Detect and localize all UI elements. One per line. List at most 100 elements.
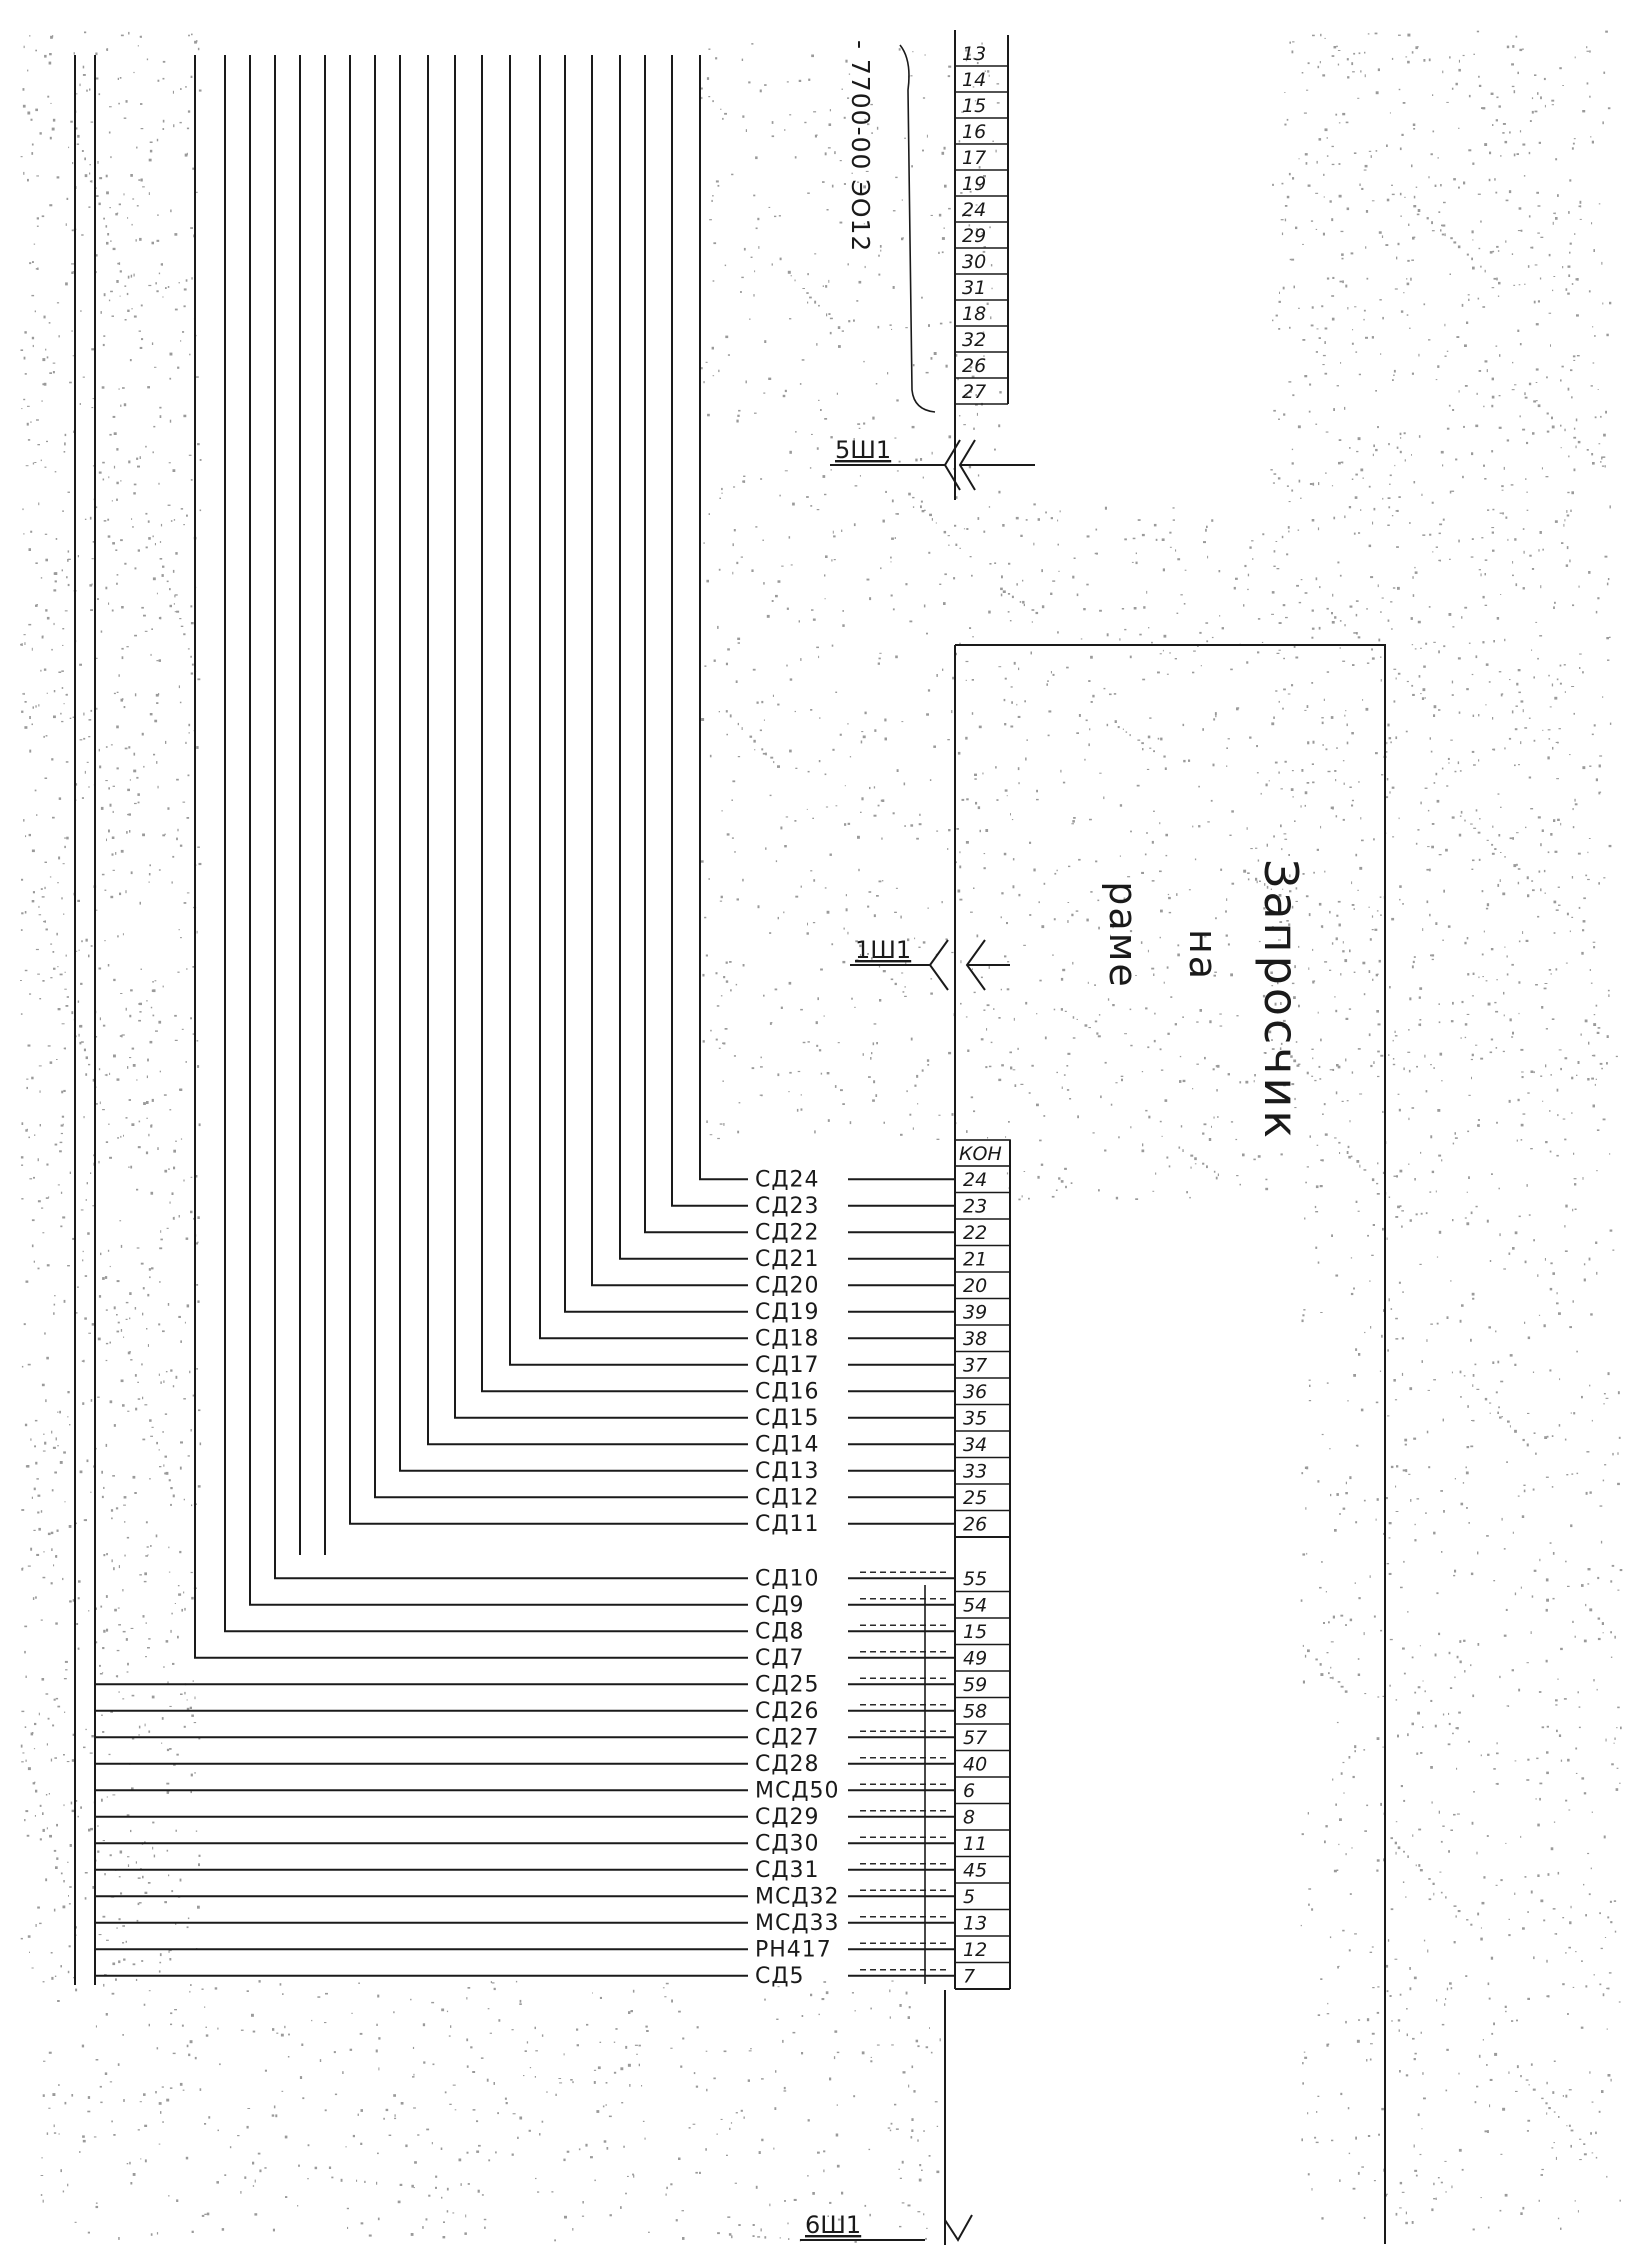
speckle (39, 998, 42, 1000)
speckle (741, 58, 744, 61)
speckle (1476, 1388, 1480, 1390)
speckle (158, 482, 160, 485)
speckle (1579, 667, 1581, 669)
speckle (948, 1051, 952, 1055)
speckle (864, 265, 866, 269)
speckle (101, 386, 105, 389)
speckle (136, 1919, 139, 1922)
speckle (1572, 1620, 1574, 1623)
speckle (922, 97, 926, 99)
speckle (863, 360, 865, 363)
speckle (44, 466, 47, 468)
speckle (1552, 1597, 1555, 1600)
speckle (1423, 59, 1426, 62)
speckle (179, 844, 183, 847)
speckle (67, 2183, 69, 2187)
speckle (951, 1113, 954, 1116)
speckle (1406, 282, 1410, 286)
speckle (1358, 373, 1361, 376)
speckle (167, 286, 170, 288)
speckle (820, 409, 822, 411)
speckle (48, 61, 52, 65)
speckle (1052, 954, 1054, 956)
speckle (1311, 519, 1315, 522)
speckle (823, 1981, 827, 1983)
speckle (769, 794, 772, 797)
speckle (1442, 1713, 1445, 1716)
speckle (347, 2226, 349, 2229)
speckle (868, 891, 872, 893)
speckle (178, 685, 180, 689)
speckle (1104, 1061, 1107, 1064)
speckle (914, 1084, 917, 1087)
speckle (58, 856, 61, 860)
speckle (206, 2212, 210, 2216)
speckle (1498, 281, 1501, 285)
speckle (1331, 621, 1335, 624)
speckle (921, 1069, 924, 1072)
speckle (1344, 406, 1346, 410)
speckle (665, 2193, 667, 2196)
speckle (137, 2129, 140, 2131)
speckle (1350, 1292, 1354, 1296)
speckle (64, 1660, 68, 1663)
speckle (965, 49, 968, 52)
speckle (722, 117, 724, 120)
speckle (99, 765, 102, 769)
speckle (1089, 728, 1091, 731)
speckle (50, 1758, 53, 1762)
speckle (724, 112, 727, 115)
speckle (84, 1275, 88, 1277)
speckle (966, 1130, 968, 1133)
speckle (493, 1987, 496, 1991)
speckle (1405, 1469, 1408, 1473)
speckle (1488, 178, 1491, 182)
speckle (1355, 1521, 1358, 1524)
speckle (1510, 484, 1514, 486)
speckle (169, 604, 172, 608)
speckle (1288, 501, 1291, 503)
speckle (1316, 1144, 1319, 1146)
speckle (719, 900, 723, 902)
speckle (1188, 889, 1191, 891)
speckle (185, 2156, 189, 2160)
speckle (1409, 1387, 1413, 1391)
speckle (539, 2133, 541, 2136)
speckle (1174, 658, 1177, 660)
speckle (1429, 868, 1431, 872)
speckle (1545, 1476, 1549, 1478)
speckle (1514, 1592, 1517, 1596)
speckle (947, 848, 949, 850)
speckle (1036, 1013, 1038, 1015)
speckle (131, 1047, 135, 1050)
speckle (46, 356, 49, 359)
speckle (24, 911, 27, 914)
speckle (1304, 153, 1308, 156)
speckle (166, 1748, 170, 1752)
speckle (1386, 1237, 1388, 1240)
speckle (855, 940, 858, 943)
speckle (116, 1927, 118, 1929)
speckle (132, 1963, 136, 1966)
speckle (50, 943, 53, 945)
speckle (51, 648, 53, 651)
speckle (1326, 155, 1329, 157)
speckle (1415, 2174, 1418, 2177)
speckle (122, 1589, 124, 1592)
speckle (1375, 390, 1377, 392)
speckle (534, 2076, 536, 2078)
speckle (173, 1166, 176, 1170)
speckle (972, 86, 975, 88)
speckle (996, 83, 1000, 85)
speckle (978, 725, 982, 729)
speckle (1395, 677, 1397, 680)
speckle (196, 746, 199, 749)
speckle (963, 424, 966, 426)
speckle (160, 1381, 162, 1384)
speckle (1557, 1678, 1559, 1680)
speckle (90, 709, 93, 712)
speckle (1367, 1234, 1369, 1237)
speckle (21, 1198, 24, 1200)
speckle (1604, 465, 1606, 468)
speckle (1478, 84, 1482, 87)
